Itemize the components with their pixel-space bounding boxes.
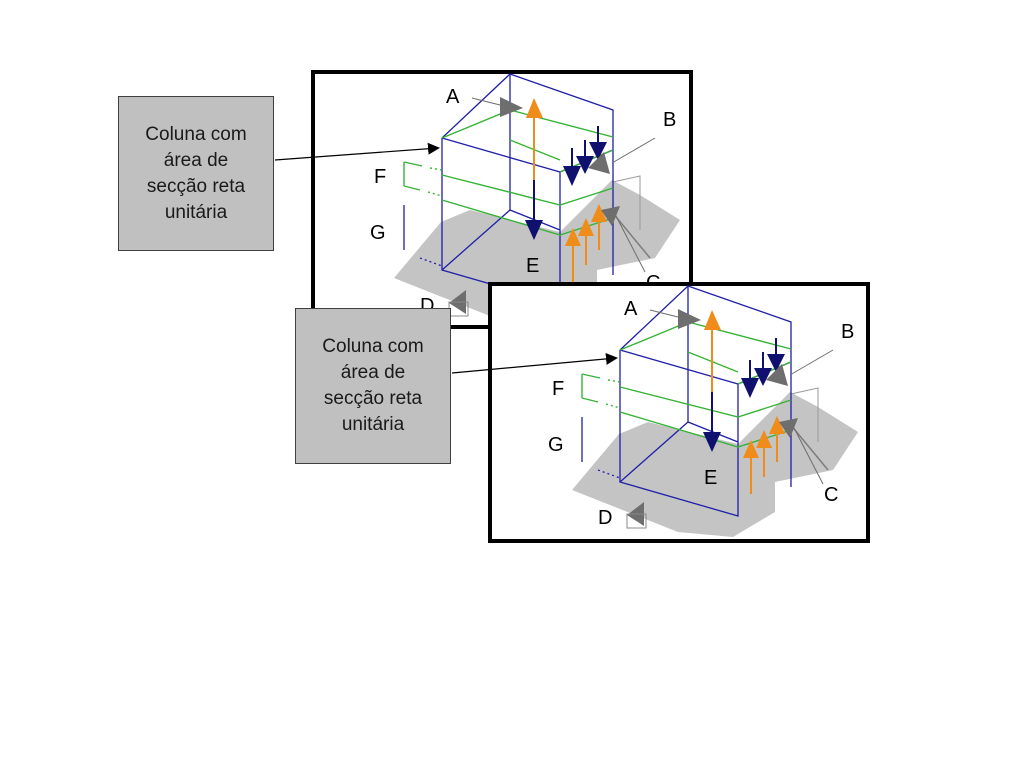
down-arrow-head-e xyxy=(525,220,543,240)
callout-box-top: Coluna com área de secção reta unitária xyxy=(118,96,274,251)
up-arrow-head-a xyxy=(704,310,721,330)
pointer-arrows xyxy=(448,97,656,317)
pointer-b xyxy=(766,364,788,386)
label-e: E xyxy=(526,255,539,277)
label-a: A xyxy=(446,86,460,108)
label-b: B xyxy=(841,321,854,343)
upward-arrows xyxy=(704,310,785,494)
callout-arrow-bottom xyxy=(451,352,618,374)
bracket-g xyxy=(581,417,621,479)
panel-top-drawing: A B C D E F G xyxy=(370,73,680,325)
callout-box-bottom: Coluna com área de secção reta unitária xyxy=(295,308,451,464)
label-e: E xyxy=(704,467,717,489)
bracket-g xyxy=(403,205,443,267)
up-arrow-head-a xyxy=(526,98,543,118)
pointer-a xyxy=(500,97,523,117)
ground-wall xyxy=(612,175,641,230)
label-f: F xyxy=(374,166,386,188)
label-b: B xyxy=(663,109,676,131)
pointer-b xyxy=(588,152,610,174)
pointer-c xyxy=(779,418,798,438)
layer-lines xyxy=(581,321,792,448)
ground-wall xyxy=(790,387,819,442)
panel-bottom-drawing: A B C D E F G xyxy=(548,285,858,537)
downward-arrows xyxy=(703,338,785,452)
label-g: G xyxy=(548,434,564,456)
label-d: D xyxy=(598,507,612,529)
label-a: A xyxy=(624,298,638,320)
callout-arrow-top xyxy=(274,142,440,161)
down-arrow-head-e xyxy=(703,432,721,452)
label-g: G xyxy=(370,222,386,244)
pointer-c xyxy=(601,206,620,226)
label-f: F xyxy=(552,378,564,400)
panel-bottom: A B C D E F G xyxy=(488,282,870,543)
label-c: C xyxy=(824,484,838,506)
pointer-arrows xyxy=(626,309,834,529)
pointer-a xyxy=(678,309,701,329)
downward-arrows xyxy=(525,126,607,240)
